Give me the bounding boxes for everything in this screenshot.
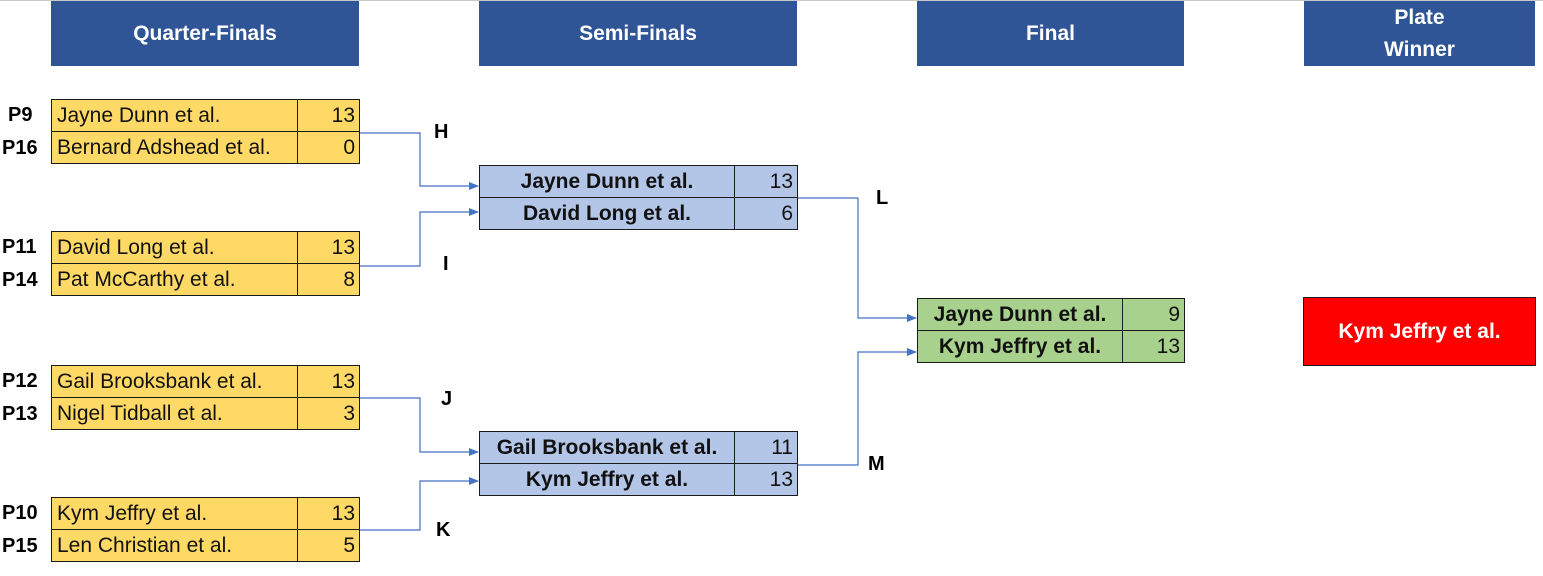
team-score: 8 bbox=[297, 263, 360, 296]
table-row: Kym Jeffry et al.13 bbox=[917, 330, 1185, 363]
team-name: David Long et al. bbox=[479, 197, 735, 230]
seed-label: P10 bbox=[2, 502, 38, 524]
team-score: 3 bbox=[297, 397, 360, 430]
connector-l bbox=[797, 197, 917, 322]
seed-label: P15 bbox=[2, 535, 38, 557]
final-match: Jayne Dunn et al.9 Kym Jeffry et al.13 bbox=[917, 298, 1185, 363]
team-score: 13 bbox=[297, 99, 360, 132]
seed-label: P16 bbox=[2, 137, 38, 159]
match-label-l: L bbox=[876, 187, 889, 209]
team-name: Pat McCarthy et al. bbox=[51, 263, 298, 296]
team-score: 0 bbox=[297, 131, 360, 164]
plate-winner-box: Kym Jeffry et al. bbox=[1303, 297, 1536, 366]
table-row: Jayne Dunn et al.13 bbox=[51, 99, 360, 132]
seed-label: P11 bbox=[2, 236, 37, 258]
table-row: Jayne Dunn et al.13 bbox=[479, 165, 798, 198]
connector-k bbox=[359, 477, 479, 531]
team-name: Kym Jeffry et al. bbox=[917, 330, 1123, 363]
sf-match-2: Gail Brooksbank et al.11 Kym Jeffry et a… bbox=[479, 431, 798, 496]
team-score: 13 bbox=[734, 165, 798, 198]
seed-label: P13 bbox=[2, 403, 38, 425]
team-score: 13 bbox=[297, 365, 360, 398]
table-row: Kym Jeffry et al.13 bbox=[51, 497, 360, 530]
team-score: 5 bbox=[297, 529, 360, 562]
table-row: Pat McCarthy et al.8 bbox=[51, 263, 360, 296]
table-row: Len Christian et al.5 bbox=[51, 529, 360, 562]
team-name: Kym Jeffry et al. bbox=[51, 497, 298, 530]
table-row: Bernard Adshead et al.0 bbox=[51, 131, 360, 164]
team-name: Jayne Dunn et al. bbox=[917, 298, 1123, 331]
match-label-k: K bbox=[436, 519, 451, 541]
table-row: David Long et al.6 bbox=[479, 197, 798, 230]
team-name: Gail Brooksbank et al. bbox=[479, 431, 735, 464]
team-score: 13 bbox=[1122, 330, 1185, 363]
connector-i bbox=[359, 208, 479, 267]
seed-label: P14 bbox=[2, 269, 38, 291]
table-row: Kym Jeffry et al.13 bbox=[479, 463, 798, 496]
team-score: 11 bbox=[734, 431, 798, 464]
seed-label: P12 bbox=[2, 370, 38, 392]
team-score: 13 bbox=[297, 497, 360, 530]
header-semi-finals: Semi-Finals bbox=[479, 1, 797, 66]
table-row: Nigel Tidball et al.3 bbox=[51, 397, 360, 430]
team-score: 9 bbox=[1122, 298, 1185, 331]
qf-match-4: Kym Jeffry et al.13 Len Christian et al.… bbox=[51, 497, 360, 562]
team-name: Nigel Tidball et al. bbox=[51, 397, 298, 430]
team-name: Gail Brooksbank et al. bbox=[51, 365, 298, 398]
connector-h bbox=[359, 132, 479, 190]
match-label-h: H bbox=[434, 121, 449, 143]
team-score: 6 bbox=[734, 197, 798, 230]
top-border bbox=[0, 0, 1543, 1]
table-row: David Long et al.13 bbox=[51, 231, 360, 264]
header-final: Final bbox=[917, 1, 1184, 66]
qf-match-3: Gail Brooksbank et al.13 Nigel Tidball e… bbox=[51, 365, 360, 430]
table-row: Gail Brooksbank et al.13 bbox=[51, 365, 360, 398]
team-name: Len Christian et al. bbox=[51, 529, 298, 562]
header-plate-winner: Plate Winner bbox=[1304, 1, 1535, 66]
table-row: Gail Brooksbank et al.11 bbox=[479, 431, 798, 464]
team-name: Jayne Dunn et al. bbox=[51, 99, 298, 132]
seed-label: P9 bbox=[8, 104, 33, 126]
match-label-m: M bbox=[868, 453, 885, 475]
team-name: Jayne Dunn et al. bbox=[479, 165, 735, 198]
connector-j bbox=[359, 397, 479, 456]
match-label-j: J bbox=[441, 388, 453, 410]
match-label-i: I bbox=[443, 253, 449, 275]
sf-match-1: Jayne Dunn et al.13 David Long et al.6 bbox=[479, 165, 798, 230]
team-name: Bernard Adshead et al. bbox=[51, 131, 298, 164]
header-quarter-finals: Quarter-Finals bbox=[51, 1, 359, 66]
team-score: 13 bbox=[734, 463, 798, 496]
team-name: David Long et al. bbox=[51, 231, 298, 264]
team-score: 13 bbox=[297, 231, 360, 264]
qf-match-1: Jayne Dunn et al.13 Bernard Adshead et a… bbox=[51, 99, 360, 164]
qf-match-2: David Long et al.13 Pat McCarthy et al.8 bbox=[51, 231, 360, 296]
connector-m bbox=[797, 348, 917, 466]
table-row: Jayne Dunn et al.9 bbox=[917, 298, 1185, 331]
team-name: Kym Jeffry et al. bbox=[479, 463, 735, 496]
